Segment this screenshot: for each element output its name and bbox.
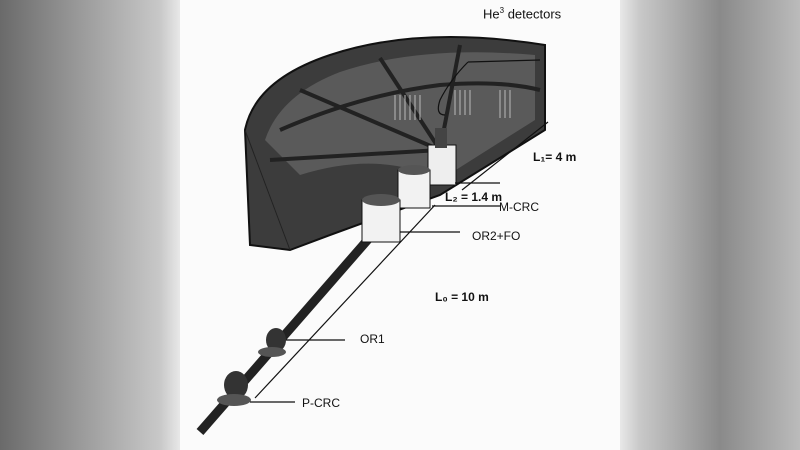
l2-label: L₂ = 1.4 m — [445, 190, 503, 204]
m-crc-label: M-CRC — [499, 200, 539, 214]
he3-detector-tubes — [394, 90, 511, 120]
or2-fo-chopper — [397, 165, 431, 209]
p-crc-chopper — [217, 371, 251, 406]
or2-fo-label: OR2+FO — [472, 229, 521, 243]
p-crc-label: P-CRC — [302, 396, 340, 410]
leader-lines — [250, 59, 549, 403]
or2-chopper-front — [361, 194, 401, 243]
or1-label: OR1 — [360, 332, 385, 346]
he3-detectors-label: He3 detectors — [483, 6, 562, 22]
m-crc-chopper — [427, 128, 457, 186]
l1-label: L₁= 4 m — [533, 150, 577, 164]
tank-edge — [244, 129, 291, 251]
l0-label: L₀ = 10 m — [435, 290, 489, 304]
or1-chopper — [258, 328, 286, 357]
